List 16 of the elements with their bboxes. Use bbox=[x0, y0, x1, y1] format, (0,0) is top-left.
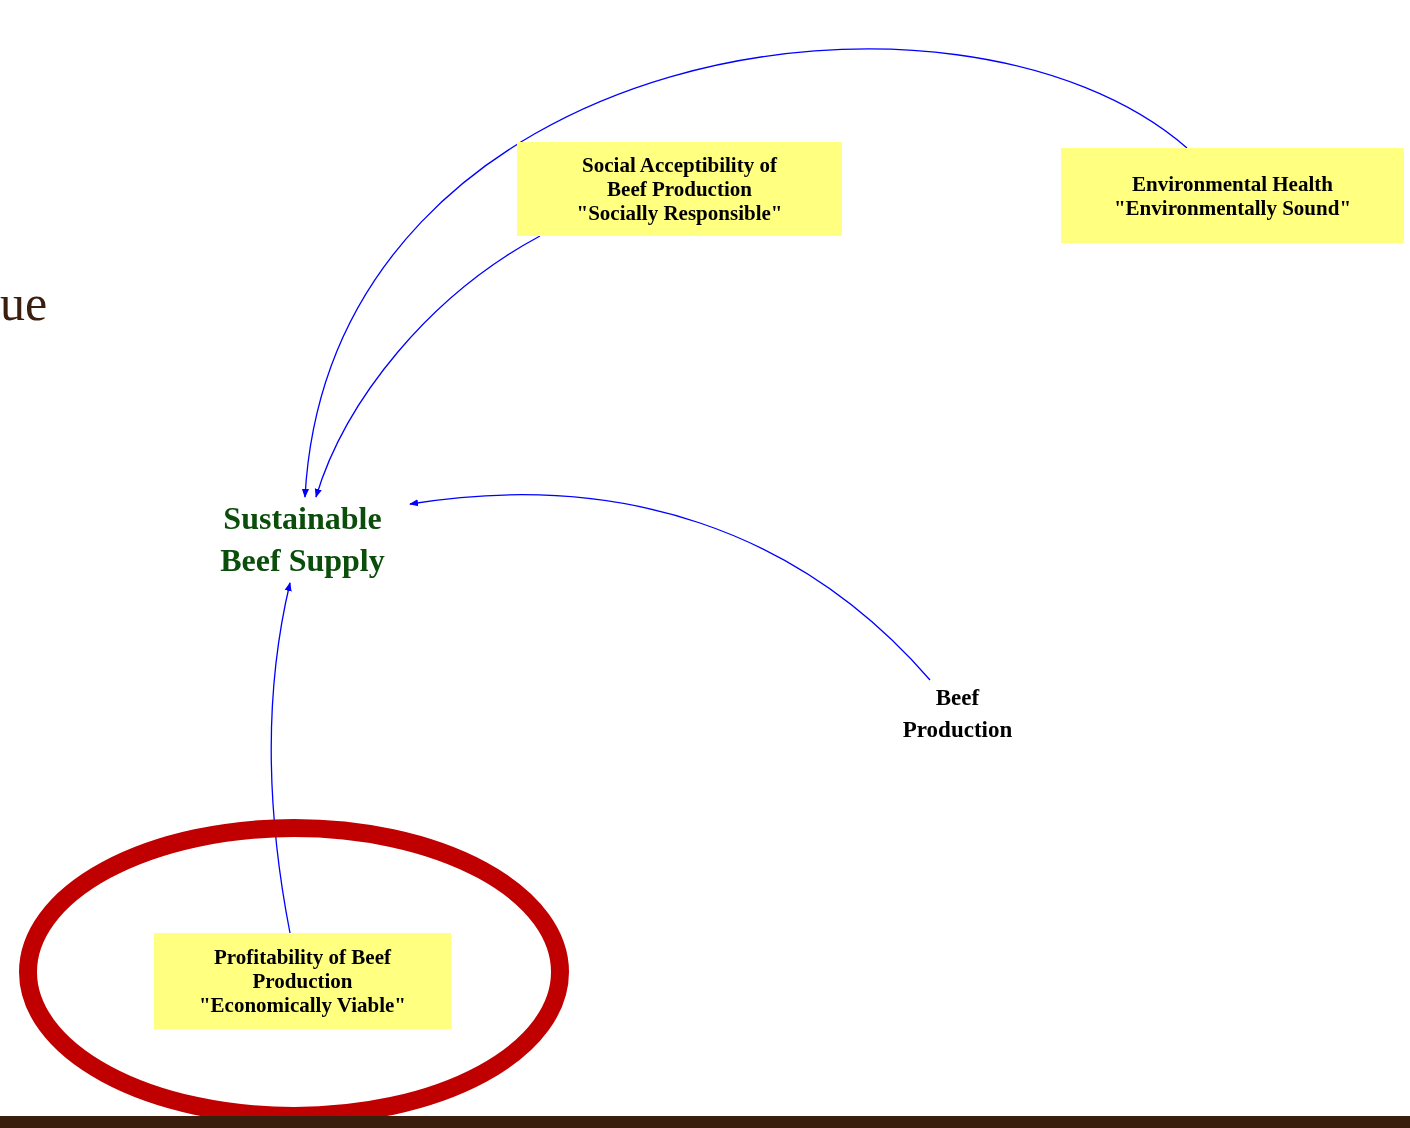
note-box bbox=[517, 142, 842, 236]
slide-title-fragment: ue bbox=[0, 278, 48, 328]
box-text: Social Acceptibility of Beef Production bbox=[581, 153, 779, 201]
node-label: Sustainable Beef Supply bbox=[219, 499, 386, 580]
arrow bbox=[409, 494, 931, 681]
box-text: "Economically Viable" bbox=[198, 993, 407, 1017]
box-text: Environmental Health bbox=[1132, 171, 1333, 196]
arrow bbox=[302, 48, 1188, 498]
note-box bbox=[154, 933, 451, 1029]
arrow bbox=[315, 235, 541, 498]
box-text: "Environmentally Sound" bbox=[1113, 195, 1352, 220]
arrow bbox=[270, 582, 292, 934]
box-text: "Socially Responsible" bbox=[576, 201, 783, 225]
note-box bbox=[1061, 148, 1404, 243]
box-text: Profitability of Beef Production bbox=[213, 945, 393, 993]
node-label: Beef Production bbox=[901, 684, 1014, 744]
